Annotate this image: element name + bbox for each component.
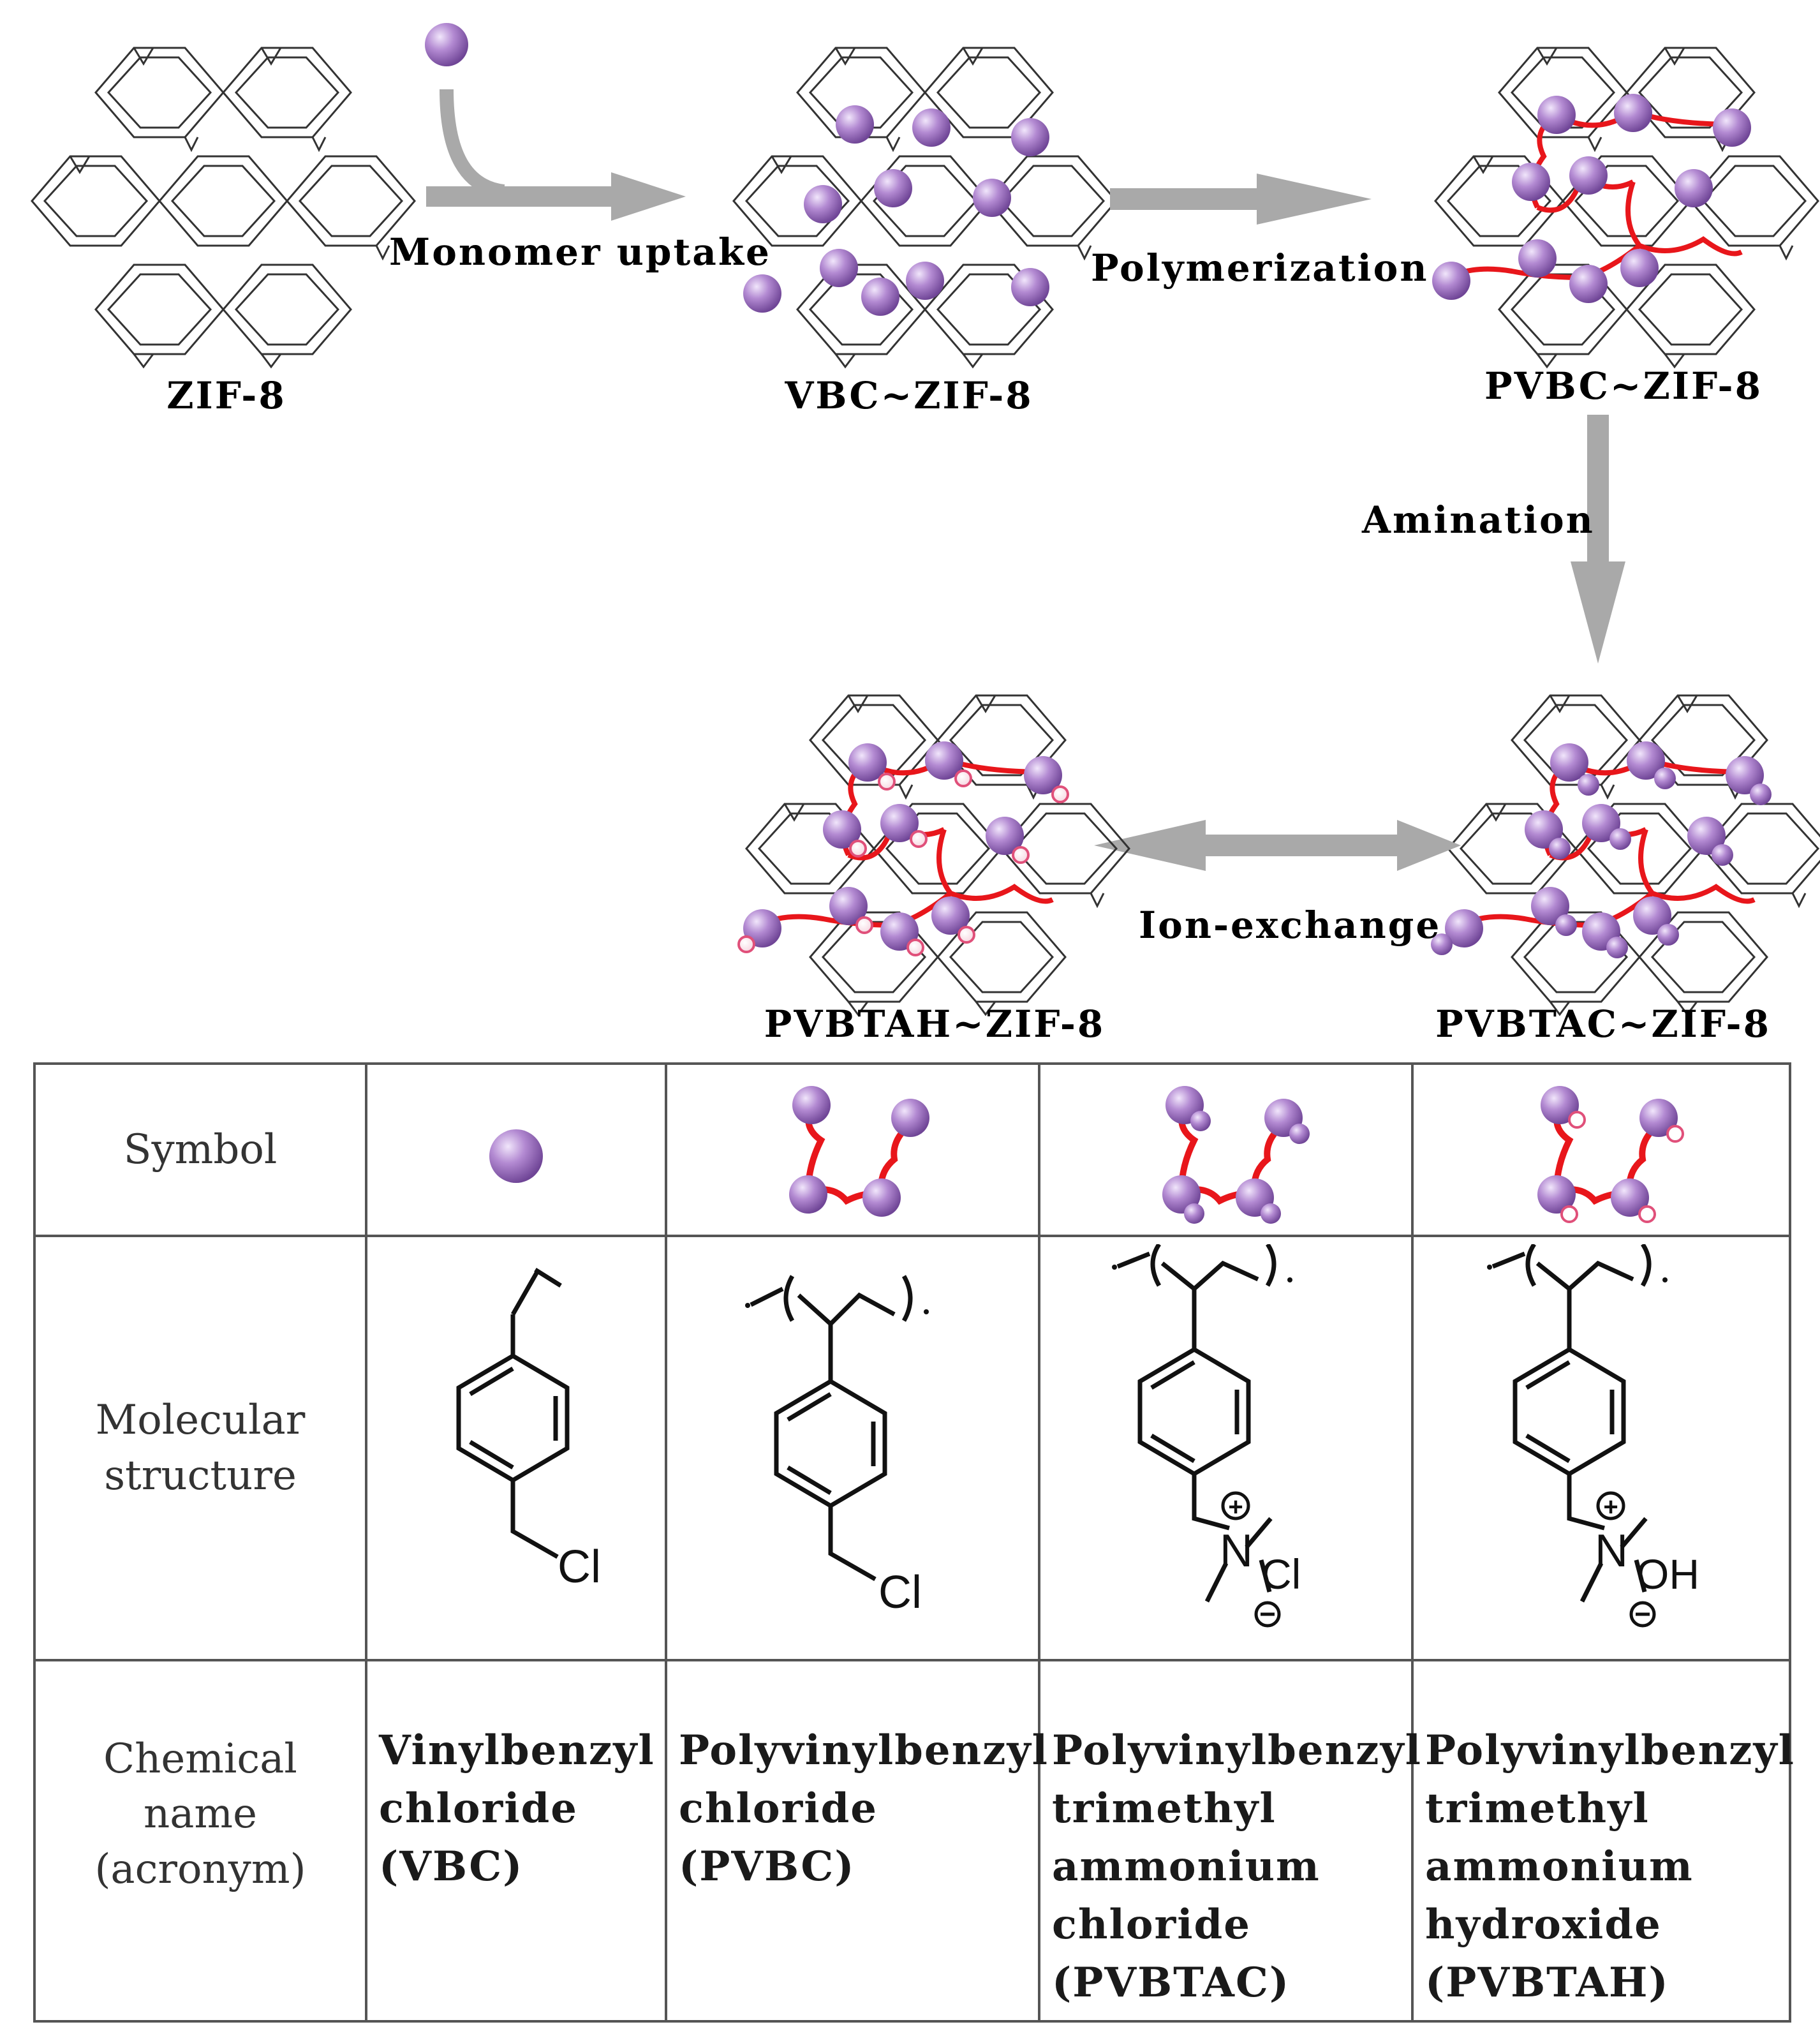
structure-vbc: Cl bbox=[365, 1235, 667, 1661]
svg-text:+: + bbox=[1603, 1493, 1618, 1521]
vbc-structure: Cl bbox=[456, 1267, 601, 1593]
polymerization-arrow bbox=[1110, 174, 1372, 225]
pvbc-structure: Cl bbox=[744, 1274, 929, 1618]
name-pvbc: Polyvinylbenzyl chloride (PVBC) bbox=[665, 1659, 1047, 2023]
pvbtah-oh-label: OH bbox=[1636, 1550, 1699, 1598]
polymer-symbol bbox=[788, 1086, 929, 1217]
pvbtah-structure: + N OH bbox=[1487, 1244, 1699, 1627]
pvbtah-symbol bbox=[1537, 1086, 1684, 1223]
structure-pvbtac: + N Cl bbox=[1038, 1235, 1414, 1661]
ion-exchange-arrow bbox=[1094, 820, 1461, 871]
monomer-uptake-arrow bbox=[425, 23, 686, 221]
pvbtac-zif8-framework bbox=[1431, 694, 1820, 1016]
symbol-pvbc bbox=[665, 1062, 1040, 1237]
pvbc-zif8-framework bbox=[1432, 47, 1819, 368]
amination-arrow bbox=[1571, 415, 1625, 664]
pvbtac-structure: + N Cl bbox=[1111, 1244, 1301, 1627]
symbol-vbc bbox=[365, 1062, 667, 1237]
pvbc-cl-label: Cl bbox=[878, 1567, 922, 1618]
symbol-row: Symbol bbox=[33, 1062, 1791, 1237]
compound-table: Symbol bbox=[33, 1062, 1794, 2023]
row-header-name: Chemical name (acronym) bbox=[33, 1659, 367, 2023]
symbol-pvbtah bbox=[1411, 1062, 1791, 1237]
step-monomer-uptake: Monomer uptake bbox=[389, 230, 771, 274]
pvbtac-symbol bbox=[1162, 1086, 1310, 1224]
row-header-symbol: Symbol bbox=[33, 1062, 367, 1237]
step-ion-exchange: Ion-exchange bbox=[1139, 903, 1441, 947]
incoming-monomer bbox=[425, 23, 468, 66]
label-pvbtac-zif8: PVBTAC~ZIF-8 bbox=[1435, 1002, 1771, 1046]
structure-row: Molecular structure Cl bbox=[33, 1235, 1791, 1661]
name-vbc: Vinylbenzyl chloride (VBC) bbox=[365, 1659, 667, 2023]
name-row: Chemical name (acronym) Vinylbenzyl chlo… bbox=[33, 1659, 1794, 2023]
name-pvbtac: Polyvinylbenzyl trimethyl ammonium chlor… bbox=[1038, 1659, 1421, 2023]
pvbtac-cl-label: Cl bbox=[1261, 1550, 1301, 1598]
label-pvbc-zif8: PVBC~ZIF-8 bbox=[1484, 364, 1763, 408]
name-pvbtah: Polyvinylbenzyl trimethyl ammonium hydro… bbox=[1411, 1659, 1794, 2023]
label-vbc-zif8: VBC~ZIF-8 bbox=[784, 374, 1033, 417]
vbc-zif8-framework bbox=[732, 47, 1118, 368]
structure-pvbc: Cl bbox=[665, 1235, 1040, 1661]
vbc-cl-label: Cl bbox=[558, 1542, 601, 1593]
row-header-structure: Molecular structure bbox=[33, 1235, 367, 1661]
step-amination: Amination bbox=[1361, 498, 1595, 542]
structure-pvbtah: + N OH bbox=[1411, 1235, 1791, 1661]
step-polymerization: Polymerization bbox=[1091, 246, 1429, 290]
zif8-framework bbox=[31, 47, 416, 368]
label-pvbtah-zif8: PVBTAH~ZIF-8 bbox=[764, 1002, 1106, 1046]
symbol-pvbtac bbox=[1038, 1062, 1414, 1237]
pvbtah-zif8-framework bbox=[737, 694, 1130, 1016]
monomer-symbol bbox=[489, 1129, 543, 1183]
pvbtah-n-label: N bbox=[1595, 1526, 1628, 1577]
svg-text:+: + bbox=[1228, 1493, 1243, 1521]
pvbtac-n-label: N bbox=[1220, 1526, 1253, 1577]
label-zif8: ZIF-8 bbox=[166, 374, 286, 417]
